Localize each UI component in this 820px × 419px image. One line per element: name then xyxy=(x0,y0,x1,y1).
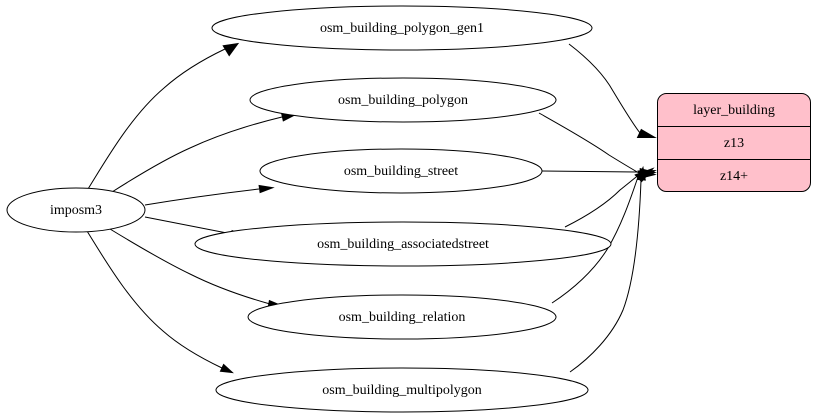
node-osm_building_multipolygon[interactable]: osm_building_multipolygon xyxy=(215,367,589,413)
edge-osm_building_polygon-to-layer_building-z14 xyxy=(538,112,640,174)
node-osm_building_multipolygon-shape xyxy=(215,367,589,413)
node-osm_building_polygon-label: osm_building_polygon xyxy=(338,93,468,108)
node-osm_building_relation-shape xyxy=(247,294,557,340)
edge-imposm3-to-osm_building_polygon_gen1 xyxy=(87,48,226,190)
node-osm_building_relation[interactable]: osm_building_relation xyxy=(247,294,557,340)
node-osm_building_associatedstreet-label: osm_building_associatedstreet xyxy=(317,237,489,252)
layer_building-row-z13: z13 xyxy=(724,136,744,151)
edge-osm_building_street-to-layer_building-z14 xyxy=(541,170,641,173)
node-imposm3[interactable]: imposm3 xyxy=(6,187,146,233)
node-layer_building[interactable]: layer_building z13 z14+ xyxy=(657,93,811,192)
node-osm_building_polygon-shape xyxy=(249,77,557,123)
edge-imposm3-to-osm_building_relation xyxy=(109,228,271,305)
edge-osm_building_associatedstreet-to-layer_building-z14 xyxy=(564,173,641,228)
node-osm_building_polygon_gen1-label: osm_building_polygon_gen1 xyxy=(320,21,484,36)
edge-imposm3-to-osm_building_associatedstreet xyxy=(144,216,233,235)
edge-group-tables-to-layer xyxy=(538,43,657,373)
node-osm_building_polygon_gen1-shape xyxy=(211,5,593,51)
node-osm_building_polygon[interactable]: osm_building_polygon xyxy=(249,77,557,123)
node-imposm3-label: imposm3 xyxy=(50,203,102,218)
arrowhead-layer_building-z13 xyxy=(636,128,657,138)
node-osm_building_multipolygon-label: osm_building_multipolygon xyxy=(322,383,481,398)
layer_building-box xyxy=(657,93,811,192)
node-osm_building_street-label: osm_building_street xyxy=(344,164,458,179)
edge-imposm3-to-osm_building_multipolygon xyxy=(86,230,223,369)
arrowhead-layer_building-z14-e xyxy=(636,165,646,181)
arrowhead-osm_building_street xyxy=(258,184,275,194)
node-osm_building_street[interactable]: osm_building_street xyxy=(259,148,543,194)
node-osm_building_relation-label: osm_building_relation xyxy=(339,310,466,325)
node-imposm3-shape xyxy=(6,187,146,233)
edge-imposm3-to-osm_building_polygon xyxy=(111,116,283,193)
node-osm_building_polygon_gen1[interactable]: osm_building_polygon_gen1 xyxy=(211,5,593,51)
edge-osm_building_polygon_gen1-to-layer_building-z13 xyxy=(568,43,641,134)
node-osm_building_associatedstreet-shape xyxy=(194,221,612,267)
layer_building-row-title: layer_building xyxy=(693,103,775,118)
arrowhead-osm_building_multipolygon xyxy=(219,363,234,374)
edge-imposm3-to-osm_building_street xyxy=(144,188,260,206)
edge-osm_building_multipolygon-to-layer_building-z14 xyxy=(569,179,642,373)
node-osm_building_street-shape xyxy=(259,148,543,194)
arrowhead-osm_building_polygon_gen1 xyxy=(222,42,240,57)
node-osm_building_associatedstreet[interactable]: osm_building_associatedstreet xyxy=(194,221,612,267)
layer_building-row-z14: z14+ xyxy=(720,169,748,184)
